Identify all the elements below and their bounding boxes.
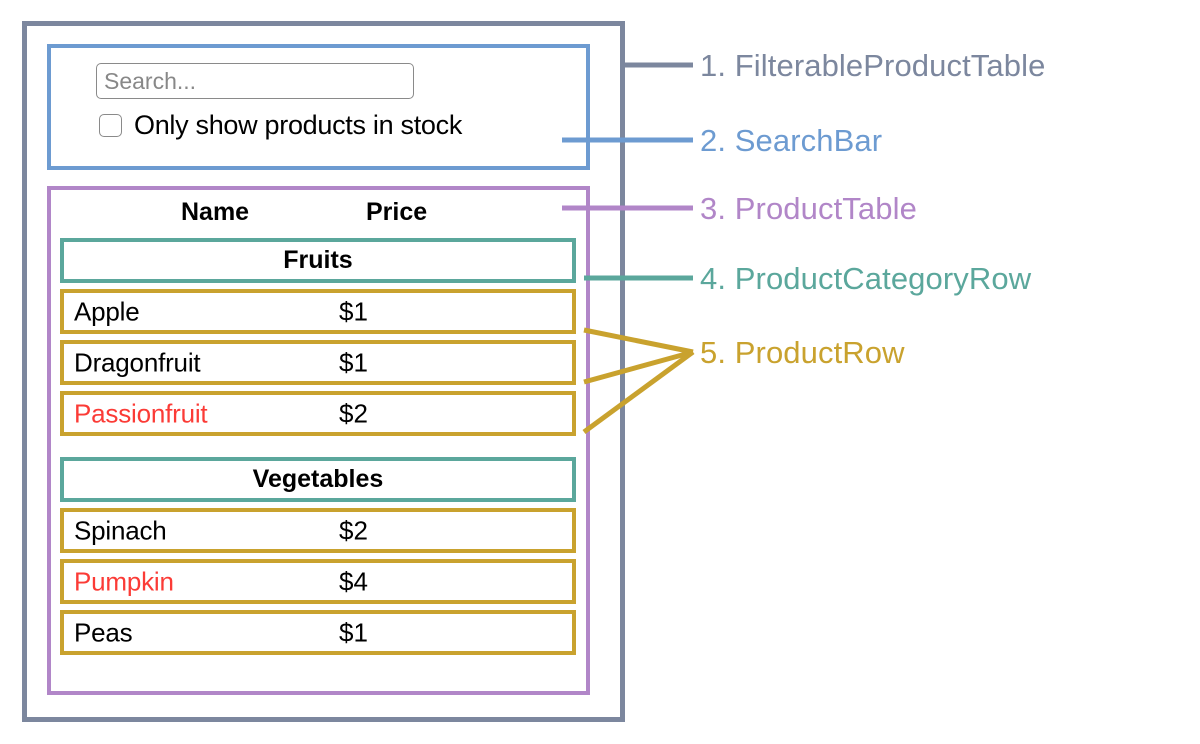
search-input[interactable] [96,63,414,99]
product-price: $1 [339,347,368,377]
annotation-label-product-table: 3. ProductTable [700,191,917,226]
product-name: Passionfruit [74,398,208,428]
product-name: Spinach [74,515,167,545]
product-price: $4 [339,566,368,596]
annotation-label-product-row: 5. ProductRow [700,335,905,370]
annotation-label-product-category-row: 4. ProductCategoryRow [700,261,1032,296]
product-name: Pumpkin [74,566,174,596]
search-bar-box: Only show products in stock [47,44,590,170]
product-row: Apple $1 [60,289,576,334]
product-row: Dragonfruit $1 [60,340,576,385]
column-header-name: Name [181,198,250,226]
stock-filter-row[interactable]: Only show products in stock [99,110,462,141]
product-row: Passionfruit $2 [60,391,576,436]
column-header-price: Price [366,198,428,226]
filterable-product-table-box: Only show products in stock Name Price F… [22,21,625,722]
annotation-label-search-bar: 2. SearchBar [700,123,883,158]
product-table-header: Name Price [51,190,586,238]
only-in-stock-label: Only show products in stock [134,110,463,140]
product-price: $1 [339,296,368,326]
product-row: Spinach $2 [60,508,576,553]
annotation-label-filterable-product-table: 1. FilterableProductTable [700,48,1046,83]
product-name: Peas [74,617,133,647]
product-category-row: Vegetables [60,457,576,502]
product-price: $2 [339,398,368,428]
product-price: $2 [339,515,368,545]
product-row: Pumpkin $4 [60,559,576,604]
product-category-label: Fruits [283,246,353,274]
product-name: Apple [74,296,140,326]
product-category-label: Vegetables [252,465,384,493]
product-category-row: Fruits [60,238,576,283]
only-in-stock-checkbox[interactable] [99,114,122,137]
product-name: Dragonfruit [74,347,201,377]
product-row: Peas $1 [60,610,576,655]
product-price: $1 [339,617,368,647]
